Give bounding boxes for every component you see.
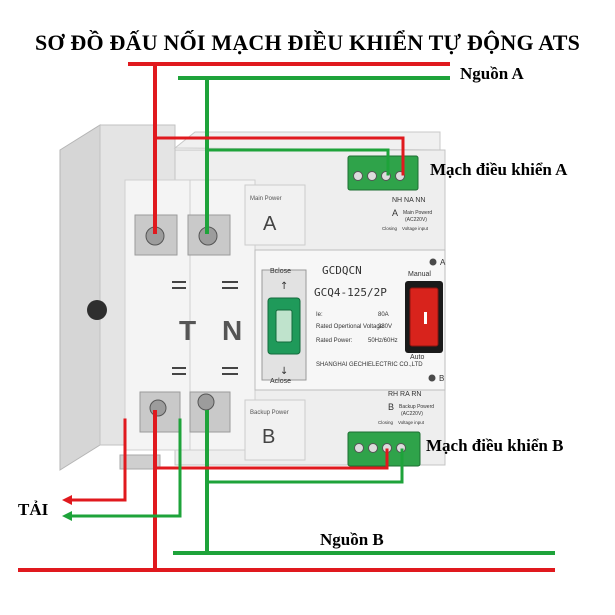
voltage-label: Rated Opertional Voltage: bbox=[316, 324, 385, 330]
closing-a-label: Closing bbox=[382, 226, 398, 231]
aclose-label: Aclose bbox=[270, 378, 291, 385]
label-control-circuit-a: Mạch điều khiển A bbox=[430, 160, 568, 179]
terminal-a-note-2: (AC220V) bbox=[405, 217, 427, 223]
control-a-neutral bbox=[205, 148, 390, 176]
din-clip bbox=[119, 454, 161, 470]
manual-label: Manual bbox=[408, 271, 431, 278]
indicator-b-label: B bbox=[439, 374, 444, 383]
power-value: 50Hz/60Hz bbox=[368, 338, 398, 344]
main-power-label: Main Power bbox=[250, 196, 282, 202]
module-b-letter: B bbox=[262, 426, 275, 448]
brand-label: GCDQCN bbox=[322, 264, 362, 277]
terminal-b-note-1: Backup Powerd bbox=[399, 404, 434, 410]
control-b-neutral bbox=[205, 448, 404, 484]
bclose-label: Bclose bbox=[270, 268, 291, 275]
module-a bbox=[244, 184, 306, 246]
arrow-up-icon: ↑ bbox=[280, 281, 288, 292]
module-a-letter: A bbox=[263, 213, 277, 235]
terminal-a-labels: NH NA NN bbox=[392, 197, 425, 204]
ie-label: Ie: bbox=[316, 312, 323, 318]
voltage-input-b-label: Voltage input bbox=[398, 420, 425, 425]
arrow-left-icon bbox=[62, 511, 72, 521]
terminal-a-note-1: Main Powerd bbox=[403, 210, 432, 216]
pole-n-label: N bbox=[222, 315, 242, 346]
model-label: GCQ4-125/2P bbox=[314, 286, 387, 299]
pole-t-label: T bbox=[179, 315, 196, 346]
terminal-block-b bbox=[347, 431, 421, 467]
indicator-b-led bbox=[428, 374, 436, 382]
vent-marks bbox=[172, 281, 238, 375]
arrow-down-icon: ↓ bbox=[280, 366, 288, 377]
ie-value: 80A bbox=[378, 312, 389, 318]
maker-label: SHANGHAI GECHIELECTRIC CO.,LTD bbox=[316, 362, 423, 368]
device-left-side bbox=[59, 124, 101, 471]
control-a-live bbox=[153, 136, 405, 176]
voltage-value: 230V bbox=[378, 324, 392, 330]
rocker-mark bbox=[424, 312, 427, 324]
label-source-a: Nguồn A bbox=[460, 64, 524, 83]
voltage-input-a-label: Voltage input bbox=[402, 226, 429, 231]
power-label: Rated Power: bbox=[316, 338, 353, 344]
screw-icon bbox=[197, 393, 215, 411]
closing-b-label: Closing bbox=[378, 420, 394, 425]
indicator-a-led bbox=[429, 258, 437, 266]
load-neutral-wire bbox=[66, 418, 182, 518]
terminal-block-a bbox=[347, 155, 419, 191]
arrow-left-icon bbox=[62, 495, 72, 505]
mount-hole bbox=[87, 300, 107, 320]
label-load: TẢI bbox=[18, 500, 49, 519]
device-top bbox=[173, 131, 441, 151]
indicator-a-label: A bbox=[440, 258, 446, 267]
switch-handle-grip bbox=[275, 309, 293, 343]
diagram-title: SƠ ĐỒ ĐẤU NỐI MẠCH ĐIỀU KHIỂN TỰ ĐỘNG AT… bbox=[34, 30, 581, 55]
ats-device: T N Main Power A Backup Power B Bclose A… bbox=[59, 124, 446, 471]
screw-icon bbox=[149, 399, 167, 417]
terminal-a-letter: A bbox=[392, 208, 398, 218]
backup-power-label: Backup Power bbox=[250, 410, 289, 416]
label-control-circuit-b: Mạch điều khiển B bbox=[426, 436, 564, 455]
terminal-b-note-2: (AC220V) bbox=[401, 411, 423, 417]
label-source-b: Nguồn B bbox=[320, 530, 384, 549]
module-b bbox=[244, 399, 306, 461]
wiring bbox=[18, 62, 555, 572]
load-live-wire bbox=[66, 418, 127, 502]
terminal-b-letter: B bbox=[388, 402, 394, 412]
auto-label: Auto bbox=[410, 354, 425, 361]
terminal-b-labels: RH RA RN bbox=[388, 391, 421, 398]
control-b-live bbox=[153, 448, 389, 470]
